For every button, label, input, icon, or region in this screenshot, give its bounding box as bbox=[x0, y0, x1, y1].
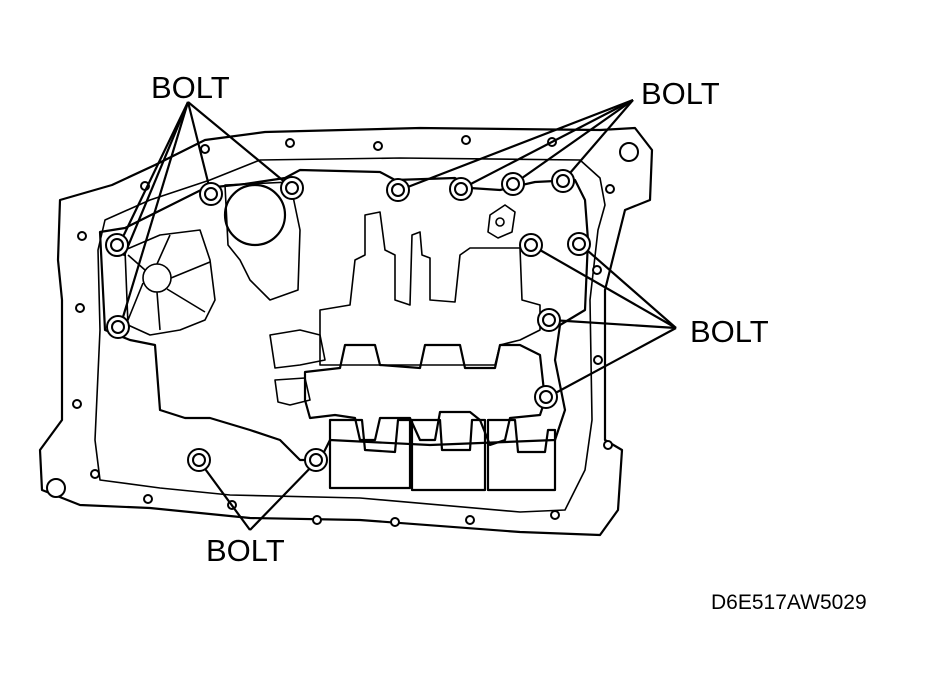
bolt bbox=[105, 233, 129, 257]
leader-line bbox=[547, 327, 677, 398]
leader-line bbox=[563, 99, 634, 181]
gasket-hole bbox=[75, 303, 85, 313]
bolt bbox=[280, 176, 304, 200]
gasket-hole bbox=[46, 478, 66, 498]
bolt-label-top-right: BOLT bbox=[641, 76, 720, 111]
bolt bbox=[386, 178, 410, 202]
gasket-hole bbox=[77, 231, 87, 241]
bolt bbox=[501, 172, 525, 196]
valve-left-tab-2 bbox=[274, 377, 311, 406]
valve-lower-section bbox=[303, 343, 547, 447]
leader-line bbox=[462, 99, 634, 189]
bolt bbox=[567, 232, 591, 256]
gasket-hole bbox=[390, 517, 400, 527]
leader-line bbox=[118, 101, 189, 246]
gasket-hole bbox=[619, 142, 639, 162]
leader-line bbox=[186, 101, 213, 195]
case-gasket-outline bbox=[38, 126, 654, 537]
filter-ribs bbox=[127, 234, 211, 331]
gasket-hole bbox=[200, 144, 210, 154]
gasket-hole bbox=[592, 265, 602, 275]
filter-web bbox=[124, 229, 216, 336]
leader-line bbox=[550, 318, 677, 330]
leader-line bbox=[532, 245, 677, 329]
solenoid-right bbox=[486, 418, 557, 492]
small-bracket bbox=[487, 204, 516, 239]
gasket-holes bbox=[46, 135, 639, 527]
inner-gasket-outline bbox=[94, 157, 606, 513]
leader-line bbox=[118, 101, 190, 328]
bolt-label-right: BOLT bbox=[690, 314, 769, 349]
bolt bbox=[304, 448, 328, 472]
bolt bbox=[187, 448, 211, 472]
bracket-hole bbox=[495, 217, 505, 227]
bolt bbox=[449, 177, 473, 201]
accumulator-circle bbox=[223, 183, 287, 247]
leader-line bbox=[579, 243, 677, 329]
figure-code: D6E517AW5029 bbox=[711, 591, 867, 614]
gasket-hole bbox=[285, 138, 295, 148]
bolts bbox=[105, 169, 591, 472]
leader-line bbox=[122, 101, 190, 257]
solenoid-middle bbox=[410, 418, 487, 492]
valve-body-left-plate bbox=[98, 168, 590, 462]
leader-line bbox=[249, 461, 317, 531]
valve-left-tab bbox=[269, 329, 326, 369]
bolt-label-bottom: BOLT bbox=[206, 533, 285, 568]
gasket-hole bbox=[605, 184, 615, 194]
gasket-hole bbox=[72, 399, 82, 409]
solenoid-left bbox=[328, 418, 412, 490]
bolt bbox=[519, 233, 543, 257]
gasket-hole bbox=[593, 355, 603, 365]
leader-line bbox=[187, 101, 293, 189]
leader-lines bbox=[118, 98, 677, 531]
bolt bbox=[199, 182, 223, 206]
leader-line bbox=[399, 98, 634, 192]
gasket-hole bbox=[312, 515, 322, 525]
bolt bbox=[537, 308, 561, 332]
bolt-label-top-left: BOLT bbox=[151, 70, 230, 105]
valve-upper-section bbox=[319, 211, 541, 366]
bolt bbox=[534, 385, 558, 409]
gasket-hole bbox=[373, 141, 383, 151]
gasket-hole bbox=[143, 494, 153, 504]
gasket-hole bbox=[550, 510, 560, 520]
bolt bbox=[106, 315, 130, 339]
leader-line bbox=[514, 99, 634, 184]
gasket-hole bbox=[603, 440, 613, 450]
leader-line bbox=[199, 461, 251, 531]
bolt bbox=[551, 169, 575, 193]
gasket-hole bbox=[465, 515, 475, 525]
gasket-hole bbox=[90, 469, 100, 479]
gasket-hole bbox=[461, 135, 471, 145]
accumulator-surround bbox=[224, 181, 301, 301]
filter-center bbox=[142, 263, 172, 293]
